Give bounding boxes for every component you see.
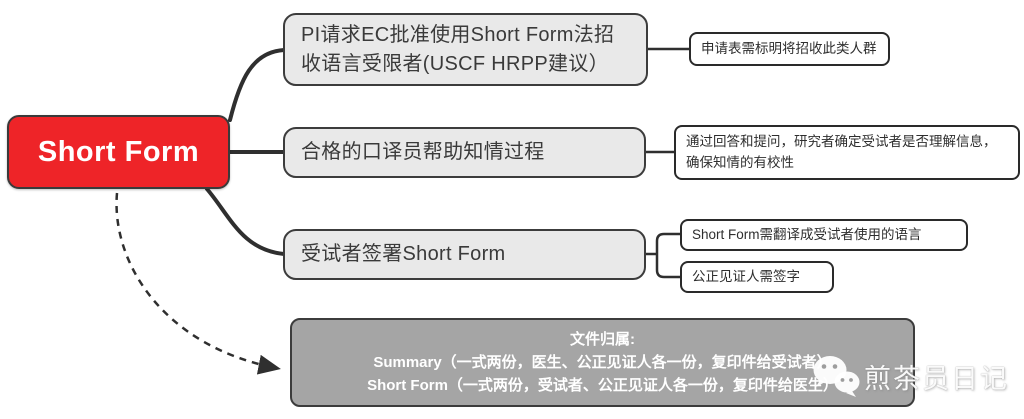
node-branch-interpreter[interactable]: 合格的口译员帮助知情过程 <box>283 127 646 178</box>
node-leaf-application-form[interactable]: 申请表需标明将招收此类人群 <box>689 32 890 66</box>
node-branch-pi-request-label: PI请求EC批准使用Short Form法招收语言受限者(USCF HRPP建议… <box>301 23 615 75</box>
note-line-short-form: Short Form（一式两份，受试者、公正见证人各一份，复印件给医生） <box>367 377 838 395</box>
node-branch-interpreter-label: 合格的口译员帮助知情过程 <box>301 141 545 163</box>
node-root-short-form[interactable]: Short Form <box>7 115 230 189</box>
edge-root-branch3 <box>205 187 286 256</box>
node-branch-subject-sign[interactable]: 受试者签署Short Form <box>283 229 646 280</box>
node-leaf-translation-label: Short Form需翻译成受试者使用的语言 <box>692 226 922 242</box>
edge-branch3-bracket <box>655 232 681 279</box>
node-leaf-translation[interactable]: Short Form需翻译成受试者使用的语言 <box>680 219 968 251</box>
edge-root-branch1 <box>228 48 286 122</box>
node-note-document-ownership[interactable]: 文件归属: Summary（一式两份，医生、公正见证人各一份，复印件给受试者） … <box>290 318 915 407</box>
note-line-summary: Summary（一式两份，医生、公正见证人各一份，复印件给受试者） <box>373 353 832 371</box>
node-leaf-witness-sign[interactable]: 公正见证人需签字 <box>680 261 834 293</box>
note-title: 文件归属: <box>570 330 635 348</box>
node-branch-subject-sign-label: 受试者签署Short Form <box>301 243 506 265</box>
node-root-label: Short Form <box>37 135 200 168</box>
node-branch-pi-request[interactable]: PI请求EC批准使用Short Form法招收语言受限者(USCF HRPP建议… <box>283 13 648 86</box>
node-leaf-witness-sign-label: 公正见证人需签字 <box>692 268 800 284</box>
node-leaf-application-form-label: 申请表需标明将招收此类人群 <box>701 40 877 56</box>
node-leaf-comprehension-check-label: 通过回答和提问，研究者确定受试者是否理解信息，确保知情的有校性 <box>686 134 997 170</box>
edge-root-note-dashed <box>115 192 281 375</box>
node-leaf-comprehension-check[interactable]: 通过回答和提问，研究者确定受试者是否理解信息，确保知情的有校性 <box>674 125 1020 180</box>
